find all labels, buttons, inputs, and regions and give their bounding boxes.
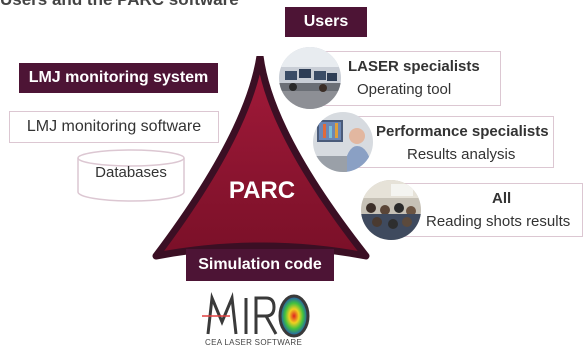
lmj-monitoring-system-label: LMJ monitoring system bbox=[19, 63, 218, 93]
database-icon bbox=[77, 149, 185, 202]
user-title-performance-specialists: Performance specialists bbox=[376, 123, 549, 140]
lmj-monitoring-software-box: LMJ monitoring software bbox=[9, 111, 219, 143]
user-title-all: All bbox=[492, 190, 512, 207]
user-role-reading-shots-results: Reading shots results bbox=[426, 213, 571, 230]
audience-photo bbox=[361, 180, 421, 240]
simulation-code-label: Simulation code bbox=[186, 249, 334, 281]
user-role-operating-tool: Operating tool bbox=[357, 81, 452, 98]
miro-logo-tagline: CEA LASER SOFTWARE bbox=[205, 338, 303, 347]
user-title-laser-specialists: LASER specialists bbox=[348, 58, 480, 75]
parc-label: PARC bbox=[228, 177, 296, 204]
slide-title-partial: Users and the PARC software bbox=[0, 0, 360, 8]
performance-specialist-photo bbox=[313, 112, 373, 172]
parc-triangle bbox=[152, 56, 370, 260]
databases-label: Databases bbox=[95, 164, 167, 181]
user-role-results-analysis: Results analysis bbox=[407, 146, 516, 163]
miro-logo bbox=[202, 292, 310, 338]
users-header: Users bbox=[285, 7, 367, 37]
laser-control-room-photo bbox=[279, 47, 341, 109]
